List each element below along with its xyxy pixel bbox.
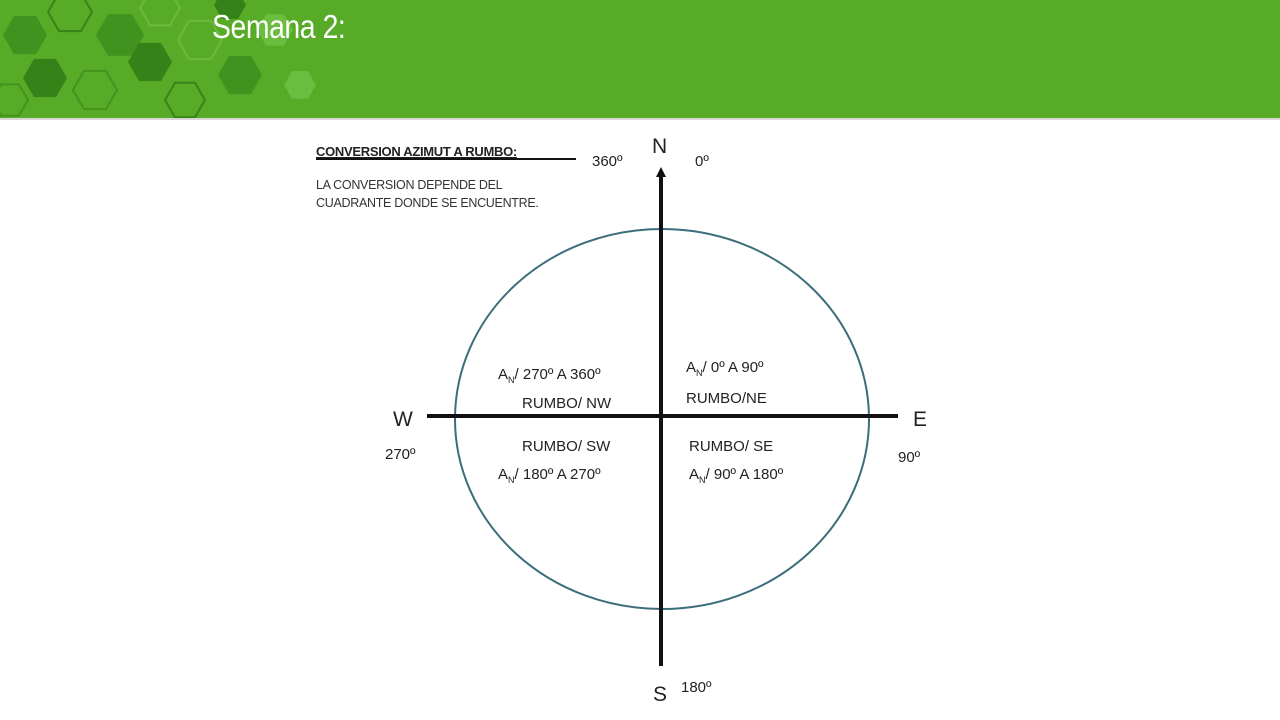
conversion-text: LA CONVERSION DEPENDE DEL CUADRANTE DOND…: [316, 178, 539, 210]
slide-header: Semana 2:: [0, 0, 1280, 118]
conversion-note: CONVERSION AZIMUT A RUMBO: LA CONVERSION…: [316, 141, 576, 212]
sw-azimuth-label: AN/ 180º A 270º: [498, 466, 601, 485]
hexagon-shape: [257, 14, 293, 46]
hexagon-shape: [214, 0, 246, 19]
degree-180-label: 180º: [681, 679, 712, 696]
ne-azimuth-label: AN/ 0º A 90º: [686, 359, 764, 378]
degree-270-label: 270º: [385, 446, 416, 463]
hexagon-shape: [46, 0, 94, 33]
degree-90-label: 90º: [898, 449, 921, 466]
hexagon-shape: [163, 81, 207, 118]
header-divider: [0, 118, 1280, 120]
hexagon-shape: [3, 15, 47, 55]
conversion-heading: CONVERSION AZIMUT A RUMBO:: [316, 144, 517, 159]
west-label: W: [393, 408, 413, 431]
east-label: E: [913, 408, 927, 431]
south-label: S: [653, 683, 667, 706]
hexagon-shape: [284, 71, 316, 99]
hexagon-shape: [0, 83, 30, 117]
hexagon-shape: [128, 42, 172, 82]
north-label: N: [652, 135, 667, 158]
nw-azimuth-label: AN/ 270º A 360º: [498, 366, 601, 385]
hexagon-shape: [176, 19, 224, 61]
slide-title: Semana 2:: [212, 8, 346, 45]
hexagon-shape: [138, 0, 182, 27]
heading-underline: [316, 158, 576, 160]
sw-rumbo-label: RUMBO/ SW: [522, 438, 611, 455]
hexagon-shape: [71, 69, 119, 111]
ne-rumbo-label: RUMBO/NE: [686, 390, 767, 407]
hexagon-pattern-icon: [0, 0, 316, 118]
hexagon-shape: [218, 55, 262, 95]
nw-rumbo-label: RUMBO/ NW: [522, 395, 612, 412]
se-rumbo-label: RUMBO/ SE: [689, 438, 773, 455]
degree-0-label: 0º: [695, 153, 709, 170]
hexagon-shape: [96, 14, 144, 56]
se-azimuth-label: AN/ 90º A 180º: [689, 466, 784, 485]
hexagon-shape: [23, 58, 67, 98]
degree-360-label: 360º: [592, 153, 623, 170]
